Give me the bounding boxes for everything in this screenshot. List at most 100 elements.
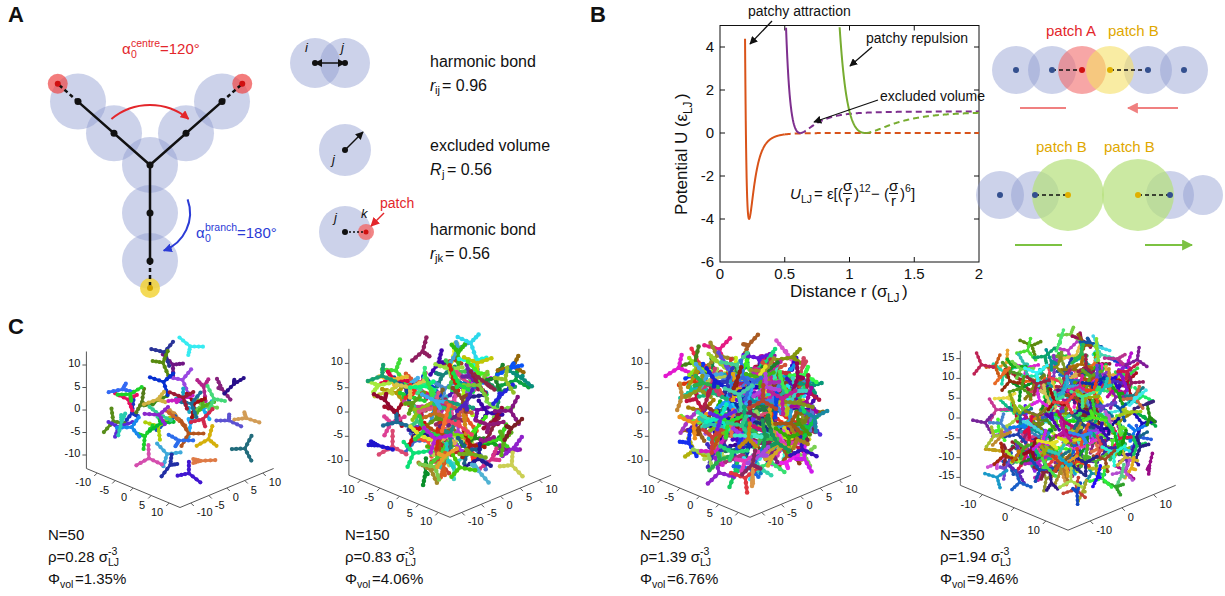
molecule-bead bbox=[520, 417, 525, 422]
molecule-bead bbox=[493, 409, 498, 414]
molecule-bead bbox=[141, 396, 145, 400]
molecule-bead bbox=[106, 420, 110, 424]
molecule-bead bbox=[168, 390, 172, 394]
molecule-bead bbox=[191, 474, 195, 478]
molecule-bead bbox=[473, 367, 478, 372]
molecule-bead bbox=[194, 477, 198, 481]
molecule-bead bbox=[423, 340, 428, 345]
molecule-bead bbox=[163, 422, 167, 426]
molecule-bead bbox=[166, 349, 170, 353]
molecule-bead bbox=[517, 470, 522, 475]
molecule-bead bbox=[191, 390, 195, 394]
molecule-bead bbox=[508, 386, 513, 391]
molecule-bead bbox=[489, 356, 494, 361]
molecule-bead bbox=[170, 399, 174, 403]
molecule-bead bbox=[129, 399, 133, 403]
molecule-bead bbox=[390, 439, 395, 444]
molecule-bead bbox=[170, 453, 174, 457]
molecule-bead bbox=[514, 378, 519, 383]
molecule-bead bbox=[192, 398, 196, 402]
molecule-bead bbox=[182, 399, 186, 403]
molecule-bead bbox=[194, 415, 198, 419]
simulation-box bbox=[345, 332, 551, 517]
molecule-bead bbox=[219, 398, 223, 402]
molecule-bead bbox=[516, 354, 521, 359]
molecule-bead bbox=[247, 455, 251, 459]
molecule-bead bbox=[417, 409, 422, 414]
molecule-bead bbox=[139, 461, 143, 465]
molecule-bead bbox=[157, 429, 161, 433]
molecule-bead bbox=[444, 358, 449, 363]
molecule-bead bbox=[177, 394, 181, 398]
molecule-bead bbox=[165, 377, 169, 381]
molecule-bead bbox=[477, 398, 482, 403]
molecule-bead bbox=[227, 412, 231, 416]
molecule-bead bbox=[210, 407, 214, 411]
molecule-bead bbox=[185, 341, 189, 345]
potential-curve bbox=[800, 112, 979, 133]
molecule-bead bbox=[509, 463, 514, 468]
molecule-bead bbox=[451, 356, 456, 361]
molecule-bead bbox=[510, 459, 515, 464]
molecule-bead bbox=[171, 414, 175, 418]
molecule-bead bbox=[511, 371, 516, 376]
molecule-bead bbox=[187, 431, 191, 435]
molecule-bead bbox=[160, 462, 164, 466]
molecule-bead bbox=[427, 354, 432, 359]
molecule-bead bbox=[165, 452, 169, 456]
molecule-bead bbox=[257, 420, 261, 424]
molecule-bead bbox=[125, 425, 129, 429]
molecule-bead bbox=[410, 418, 415, 423]
molecule-bead bbox=[171, 340, 175, 344]
molecule-bead bbox=[469, 363, 474, 368]
molecule-bead bbox=[459, 440, 464, 445]
molecule-bead bbox=[148, 429, 152, 433]
molecule-bead bbox=[207, 411, 211, 415]
molecule-bead bbox=[501, 443, 506, 448]
molecule-bead bbox=[449, 380, 454, 385]
molecule-bead bbox=[506, 463, 511, 468]
molecule-bead bbox=[107, 390, 111, 394]
molecule-bead bbox=[199, 442, 203, 446]
molecule-bead bbox=[494, 446, 499, 451]
molecule-bead bbox=[216, 398, 220, 402]
plot-frame bbox=[720, 26, 979, 263]
molecule-bead bbox=[447, 363, 452, 368]
molecule-bead bbox=[189, 367, 193, 371]
molecule-bead bbox=[142, 438, 146, 442]
molecule-bead bbox=[172, 392, 176, 396]
molecule-bead bbox=[179, 419, 183, 423]
molecule-bead bbox=[164, 369, 168, 373]
molecule-bead bbox=[491, 401, 496, 406]
molecule-bead bbox=[176, 474, 180, 478]
molecule-bead bbox=[146, 443, 150, 447]
molecule-bead bbox=[178, 450, 182, 454]
molecule-bead bbox=[142, 447, 146, 451]
molecule-bead bbox=[247, 438, 251, 442]
molecule-bead bbox=[460, 374, 465, 379]
molecule-bead bbox=[179, 444, 183, 448]
molecule-bead bbox=[249, 434, 253, 438]
molecule-bead bbox=[245, 442, 249, 446]
molecule-bead bbox=[191, 461, 195, 465]
molecule-bead bbox=[187, 467, 191, 471]
molecule-bead bbox=[177, 335, 181, 339]
molecule-bead bbox=[135, 393, 139, 397]
molecule-bead bbox=[147, 401, 151, 405]
molecule-bead bbox=[116, 433, 120, 437]
molecule-bead bbox=[215, 377, 219, 381]
molecule-bead bbox=[171, 366, 175, 370]
molecule-bead bbox=[120, 392, 124, 396]
molecule-bead bbox=[174, 451, 178, 455]
molecule-bead bbox=[464, 339, 469, 344]
molecule-bead bbox=[245, 451, 249, 455]
molecule-bead bbox=[208, 388, 212, 392]
patch-centre bbox=[239, 81, 245, 87]
molecule-bead bbox=[151, 359, 155, 363]
molecule-bead bbox=[187, 471, 191, 475]
molecule-bead bbox=[214, 444, 218, 448]
molecule-bead bbox=[130, 408, 134, 412]
molecule-bead bbox=[422, 435, 427, 440]
molecule-bead bbox=[460, 365, 465, 370]
molecule-bead bbox=[493, 376, 498, 381]
